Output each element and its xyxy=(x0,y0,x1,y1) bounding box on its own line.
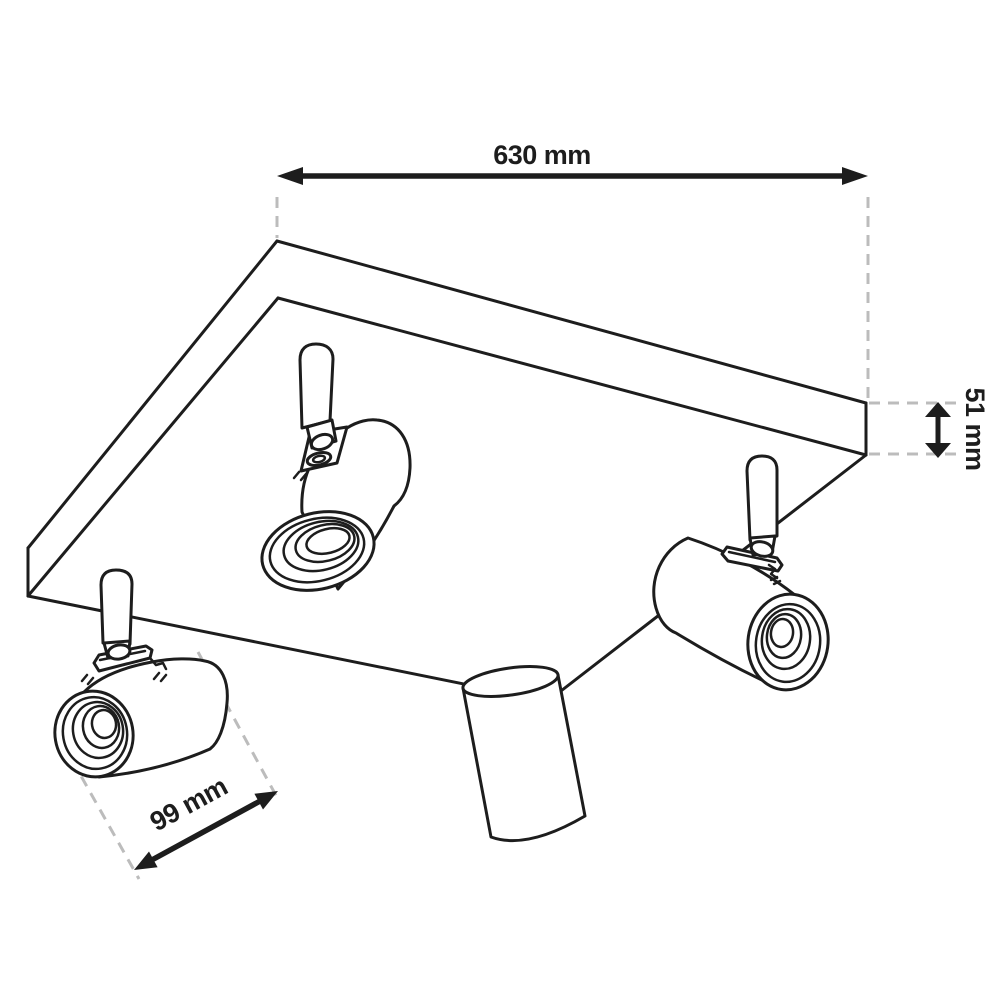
plate-outer-edge-right xyxy=(275,239,868,405)
spot-bl-pivot-ball xyxy=(106,643,132,661)
plate-inner-edge-right xyxy=(276,296,868,457)
plate-outer-edge-left xyxy=(26,239,279,550)
spot-tc-pad-ticks xyxy=(292,470,308,482)
spot-bl-bracket-step xyxy=(148,656,168,671)
dimension-thickness: 51 mm xyxy=(925,387,990,471)
spot-tc-washer-hole xyxy=(311,454,327,464)
spot-r-socket-ring xyxy=(769,617,795,649)
spot-down-body xyxy=(461,673,587,843)
dimension-width: 630 mm xyxy=(277,140,868,185)
spotlight-right xyxy=(652,454,830,692)
ceiling-plate xyxy=(26,239,868,703)
dimension-thickness-label: 51 mm xyxy=(960,387,990,470)
spot-r-socket-ring xyxy=(765,612,803,660)
spot-tc-pivot-ball xyxy=(309,432,335,452)
spot-tc-socket-ring xyxy=(294,522,356,564)
spot-bl-socket-ring xyxy=(81,704,121,750)
arrow-left-icon xyxy=(277,167,303,185)
spot-r-face xyxy=(746,592,830,692)
extension-line-spot-front xyxy=(70,759,141,880)
spot-bl-socket-ring xyxy=(61,695,129,771)
spot-tc-socket-ring xyxy=(268,516,366,584)
spotlight-top-center xyxy=(260,342,412,592)
spot-r-bracket-ticks xyxy=(769,575,782,586)
spot-bl-socket-ring xyxy=(90,708,118,740)
spot-r-socket-ring xyxy=(754,602,822,684)
spot-r-pivot-stem xyxy=(745,454,779,542)
arrow-down-icon xyxy=(925,443,951,458)
spot-r-bracket-line xyxy=(727,550,777,564)
spot-bl-socket-ring xyxy=(71,700,125,760)
spot-tc-socket-ring xyxy=(282,519,360,573)
spot-tc-socket-ring xyxy=(305,526,351,556)
spot-tc-pivot-stem xyxy=(298,342,335,430)
arrow-up-right-icon xyxy=(254,791,278,810)
arrow-right-icon xyxy=(842,167,868,185)
dimension-spot-length-label: 99 mm xyxy=(145,771,232,837)
spotlight-center-down xyxy=(461,665,587,843)
spot-bl-bracket-ticks xyxy=(80,671,168,686)
spot-r-bracket-step xyxy=(767,563,779,580)
dimension-spot-length: 99 mm xyxy=(134,771,278,870)
plate-inner-edge-left xyxy=(26,296,280,598)
spot-bl-pivot-stem xyxy=(99,568,134,646)
spot-r-pivot-ball xyxy=(749,540,775,558)
arrow-up-icon xyxy=(925,402,951,417)
spot-r-socket-ring xyxy=(760,607,812,671)
dimension-width-label: 630 mm xyxy=(493,140,591,170)
spotlight-bottom-left xyxy=(53,568,229,779)
spot-down-top-cap xyxy=(461,665,560,698)
dimension-spot-length-line xyxy=(148,797,264,864)
arrow-down-left-icon xyxy=(134,851,158,870)
